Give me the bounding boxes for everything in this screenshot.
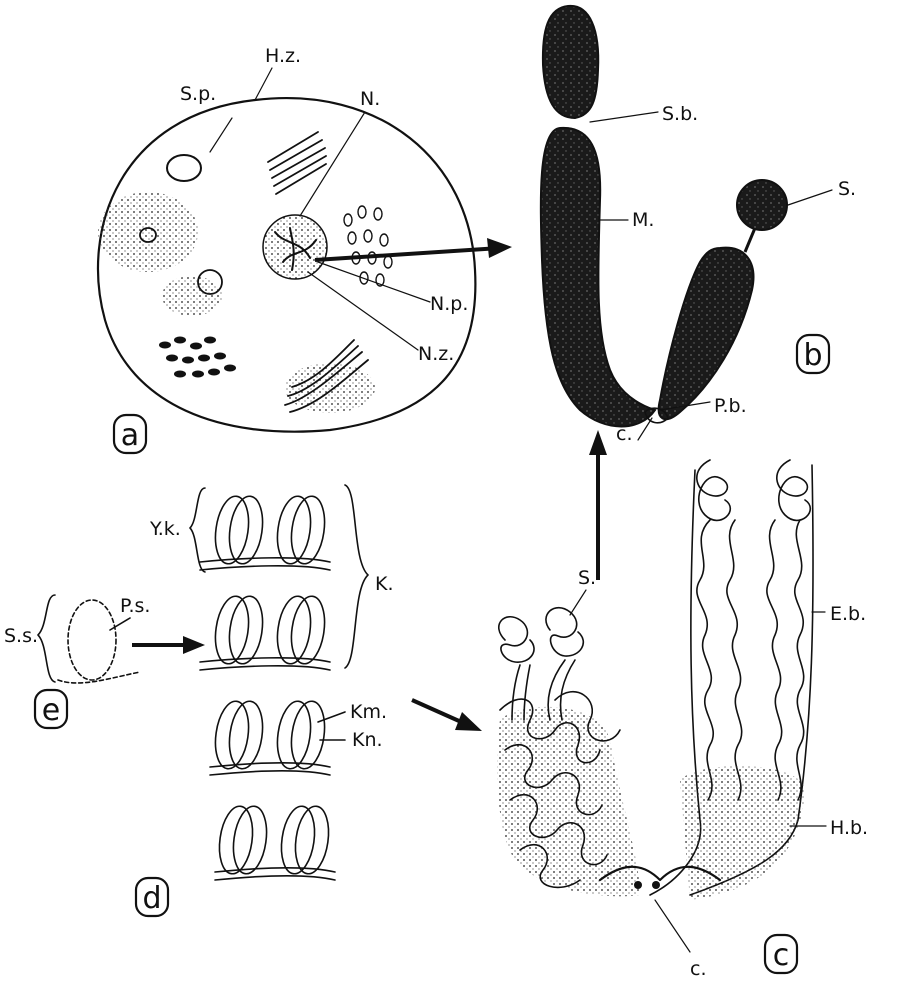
- label-heterochromatin: H.b.: [830, 817, 868, 839]
- label-secondary-constriction: S.b.: [662, 103, 698, 125]
- arrow-d-to-c: [412, 700, 482, 731]
- brace-yk: [190, 488, 205, 572]
- heterochromatin-zone: [497, 707, 805, 900]
- label-cytoplasm: S.p.: [180, 83, 216, 105]
- golgi-apparatus-bottom: [285, 340, 375, 413]
- centrosome-region: [98, 192, 198, 272]
- metaphase-chromosome: [541, 6, 832, 440]
- panel-label-e: e: [35, 690, 67, 728]
- satellite-body: [737, 180, 787, 230]
- label-euchromatin: E.b.: [830, 603, 866, 625]
- panel-label-a: a: [114, 415, 146, 453]
- svg-text:e: e: [42, 693, 60, 728]
- label-chromatid-group: K.: [375, 573, 394, 595]
- vacuole: [167, 155, 201, 181]
- chromosome-short-arm: [659, 248, 754, 420]
- chromosome-coil-diagram: [497, 460, 826, 952]
- svg-text:a: a: [121, 418, 139, 453]
- panel-label-b: b: [797, 335, 829, 373]
- label-satellite-b: S.: [838, 178, 856, 200]
- label-cell-outline: H.z.: [265, 45, 301, 67]
- label-chromonema: Kn.: [352, 729, 383, 751]
- granule-cluster: [159, 337, 236, 378]
- golgi-apparatus-top: [268, 132, 326, 194]
- coil-row-2: [200, 594, 330, 670]
- svg-text:c: c: [773, 938, 790, 973]
- cell-diagram: [98, 68, 475, 432]
- arrow-a-to-b: [315, 238, 512, 260]
- label-spiral-sheath: S.s.: [4, 625, 38, 647]
- label-chromomere: Km.: [350, 701, 387, 723]
- satellite-coils-c: [499, 608, 584, 663]
- brace-k: [345, 485, 368, 668]
- panel-label-d: d: [136, 878, 168, 916]
- coil-row-3: [210, 699, 330, 775]
- svg-text:d: d: [142, 881, 161, 916]
- coil-row-1: [200, 494, 330, 570]
- label-sister-chromatids: Y.k.: [149, 518, 181, 540]
- label-nucleoplasm: N.p.: [430, 293, 468, 315]
- label-primary-constriction: P.b.: [714, 395, 747, 417]
- arrow-e-to-d: [132, 636, 205, 654]
- label-nuclear-membrane: N.z.: [418, 343, 454, 365]
- brace-ss: [38, 595, 55, 682]
- chromatid-coil-series: [190, 485, 368, 880]
- primary-spiral-loop: [68, 600, 116, 680]
- satellite-stalk: [745, 228, 755, 252]
- chromosome-satellite-arm: [543, 6, 598, 118]
- svg-text:b: b: [803, 338, 822, 373]
- arrow-c-to-b: [589, 430, 607, 580]
- chromosome-long-arm: [541, 128, 655, 427]
- label-satellite-c: S.: [578, 567, 596, 589]
- label-nucleus: N.: [360, 88, 380, 110]
- nucleus: [263, 215, 327, 279]
- panel-label-c: c: [765, 935, 797, 973]
- label-centromere-b: c.: [616, 423, 633, 445]
- label-matrix: M.: [632, 209, 654, 231]
- coil-row-4: [215, 804, 335, 880]
- leader-lines-a: [210, 68, 430, 350]
- label-primary-spiral: P.s.: [120, 595, 150, 617]
- label-centromere-c: c.: [690, 958, 707, 980]
- plastid-body: [162, 270, 222, 316]
